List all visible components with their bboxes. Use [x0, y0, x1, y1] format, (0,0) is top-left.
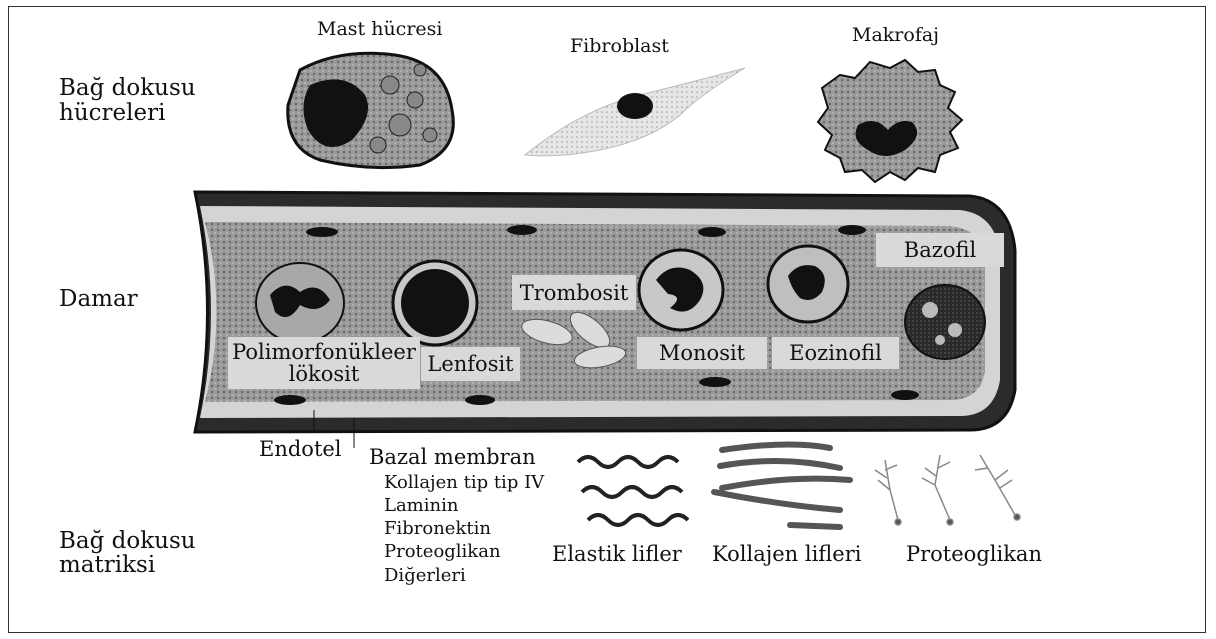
- bm-component-1: Kollajen tip tip IV: [384, 471, 544, 494]
- bm-component-5: Diğerleri: [384, 564, 466, 587]
- endothelium-label: Endotel: [259, 437, 342, 461]
- blood-vessel: [195, 192, 1015, 432]
- eosinophil-label: Eozinofil: [772, 337, 899, 369]
- section-vessel: Damar: [59, 286, 138, 313]
- proteoglycan-icon: [875, 455, 1020, 525]
- pmn-label-line2: lökosit: [289, 363, 360, 385]
- fibroblast-cell: [525, 68, 745, 156]
- lymphocyte-label: Lenfosit: [421, 347, 520, 381]
- section-cells-line1: Bağ dokusu: [59, 75, 196, 102]
- bm-component-2: Laminin: [384, 494, 458, 517]
- mast-cell-label: Mast hücresi: [317, 18, 442, 40]
- macrophage-label: Makrofaj: [852, 24, 939, 46]
- bm-component-4: Proteoglikan: [384, 540, 501, 563]
- thrombocyte-label: Trombosit: [512, 275, 636, 310]
- pmn-label-box: Polimorfonükleer lökosit: [228, 337, 420, 389]
- macrophage-cell: [818, 60, 962, 182]
- elastic-fibers-icon: [578, 457, 688, 525]
- bm-component-3: Fibronektin: [384, 517, 491, 540]
- collagen-fibers-icon: [714, 444, 850, 527]
- section-matrix-line2: matriksi: [59, 552, 155, 579]
- fibroblast-label: Fibroblast: [570, 35, 669, 57]
- section-matrix-line1: Bağ dokusu: [59, 528, 196, 555]
- elastic-fibers-label: Elastik lifler: [552, 542, 682, 566]
- proteoglycan-label: Proteoglikan: [906, 542, 1042, 566]
- mast-cell: [288, 53, 454, 167]
- collagen-fibers-label: Kollajen lifleri: [712, 542, 861, 566]
- monocyte-label: Monosit: [637, 337, 767, 369]
- basophil-label: Bazofil: [876, 233, 1004, 267]
- pmn-label-line1: Polimorfonükleer: [232, 341, 416, 363]
- section-cells-line2: hücreleri: [59, 100, 165, 127]
- basal-membrane-label: Bazal membran: [369, 445, 536, 469]
